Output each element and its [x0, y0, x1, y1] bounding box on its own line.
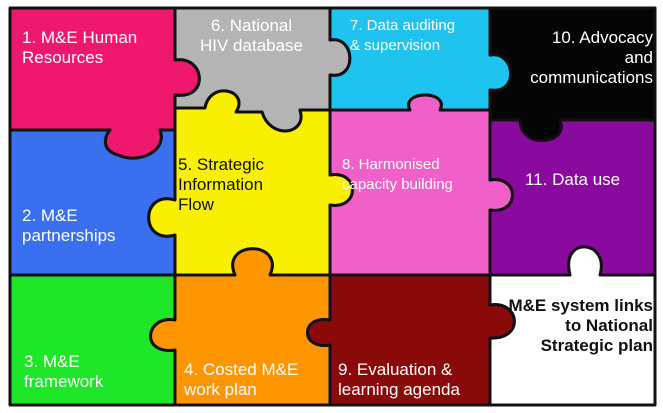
label-evaluation: 9. Evaluation &learning agenda — [338, 360, 460, 399]
label-data-auditing: 7. Data auditing& supervision — [350, 17, 456, 54]
label-data-use: 11. Data use — [525, 170, 621, 189]
piece-nsp-links — [488, 245, 657, 407]
